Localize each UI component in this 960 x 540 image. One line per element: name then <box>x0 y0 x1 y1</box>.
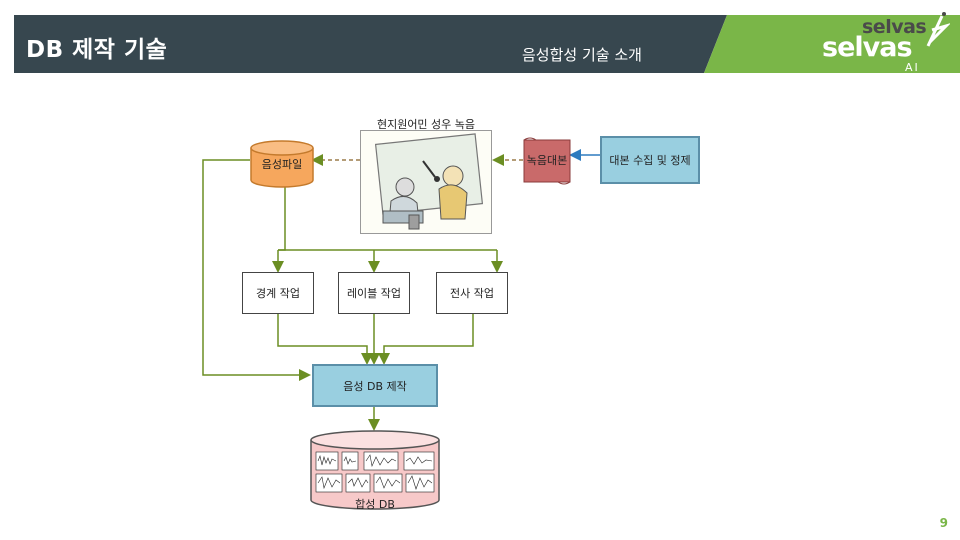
brand-logo-small: selvas <box>862 16 927 38</box>
section-title: 음성합성 기술 소개 <box>522 46 642 64</box>
transcription-task-box: 전사 작업 <box>436 272 508 314</box>
labeling-task-box: 레이블 작업 <box>338 272 410 314</box>
header-bar <box>14 15 960 73</box>
waveform-thumbnails <box>315 451 435 493</box>
brand-logo: selvas <box>822 32 913 63</box>
script-label: 녹음대본 <box>526 154 568 167</box>
brand-mark-icon <box>926 12 950 47</box>
script-document: 녹음대본 <box>522 136 572 186</box>
page-number: 9 <box>939 516 948 530</box>
page-title: DB 제작 기술 <box>26 37 168 63</box>
voice-actor-recording-image <box>374 133 484 230</box>
audio-file-label: 음성파일 <box>261 158 303 171</box>
synthesis-db-label: 합성 DB <box>355 498 395 511</box>
script-collection-box: 대본 수집 및 정제 <box>600 136 700 184</box>
synthesis-db-store: 합성 DB <box>310 430 440 511</box>
arrow-audio-to-db <box>202 159 311 381</box>
segmentation-task-box: 경계 작업 <box>242 272 314 314</box>
header-background <box>14 15 960 73</box>
audio-file-store: 음성파일 <box>250 140 314 188</box>
recording-label: 현지원어민 성우 녹음 <box>376 118 476 131</box>
brand-logo-suffix: AI <box>905 61 920 74</box>
recording-illustration <box>360 130 492 234</box>
db-build-box: 음성 DB 제작 <box>312 364 438 407</box>
